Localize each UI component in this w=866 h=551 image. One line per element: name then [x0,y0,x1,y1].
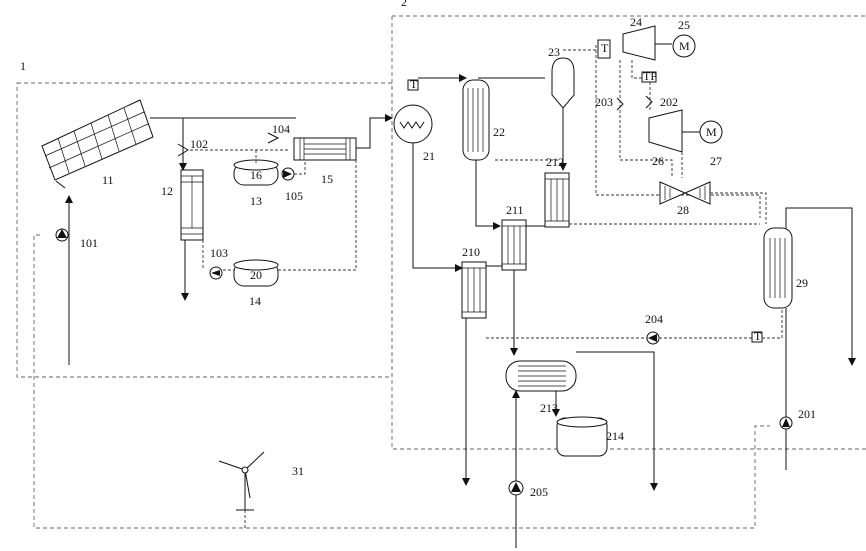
pump-103 [210,267,222,279]
sensor-tp-symbol: TP [643,69,657,83]
label-14: 14 [249,294,261,308]
separator-23 [552,58,574,108]
label-204: 204 [645,312,663,326]
sensor-t3-symbol: T [754,329,762,343]
heat-exchanger-211 [502,220,526,270]
mixer-28 [660,182,710,204]
tank-214 [557,417,607,456]
label-101: 101 [80,236,98,250]
heat-exchanger-212 [545,173,569,227]
label-210: 210 [462,245,480,259]
pump-101 [56,229,68,241]
solar-collector-11 [42,100,153,188]
turbine-24 [623,26,655,60]
label-24: 24 [630,15,642,29]
label-29: 29 [796,276,808,290]
label-214: 214 [606,429,624,443]
label-201: 201 [798,407,816,421]
label-102: 102 [190,137,208,151]
tank-13-symbol: 16 [250,168,262,182]
label-203: 203 [595,95,613,109]
subsystem-1-boundary [17,83,392,377]
label-23: 23 [548,45,560,59]
tank-14-symbol: 20 [250,268,262,282]
pump-105 [282,168,294,180]
label-2: 2 [401,0,407,9]
label-25: 25 [678,18,690,32]
label-202: 202 [660,95,678,109]
label-31: 31 [292,464,304,478]
sensor-t2-symbol: T [601,41,609,55]
heat-exchanger-15 [294,138,356,160]
label-27: 27 [710,154,722,168]
heat-exchanger-210 [462,262,486,318]
sensor-t1-symbol: T [410,77,418,91]
label-103: 103 [210,246,228,260]
label-22: 22 [493,125,505,139]
label-211: 211 [506,203,524,217]
valve-202 [646,96,652,108]
label-11: 11 [102,173,114,187]
condenser-213 [506,361,576,391]
motor-25-symbol: M [679,39,690,53]
label-12: 12 [161,184,173,198]
turbine-26 [649,110,682,152]
label-212: 212 [546,155,564,169]
label-1: 1 [20,59,26,73]
column-22 [463,80,489,160]
pump-201 [780,417,792,429]
label-213: 213 [540,401,558,415]
heat-exchanger-12 [181,170,203,240]
label-13: 13 [250,194,262,208]
outer-boundary-loop [34,235,770,528]
label-26: 26 [652,154,664,168]
motor-27-symbol: M [706,125,717,139]
label-21: 21 [423,149,435,163]
wind-turbine-31 [219,452,264,510]
label-15: 15 [321,172,333,186]
valve-203 [617,98,623,110]
label-104: 104 [272,122,290,136]
label-205: 205 [530,485,548,499]
label-28: 28 [677,203,689,217]
column-29 [764,228,792,308]
vessel-21 [394,105,432,143]
label-105: 105 [285,189,303,203]
subsystem-2-boundary [392,16,866,449]
pump-205 [509,481,523,495]
pump-204 [647,332,659,344]
